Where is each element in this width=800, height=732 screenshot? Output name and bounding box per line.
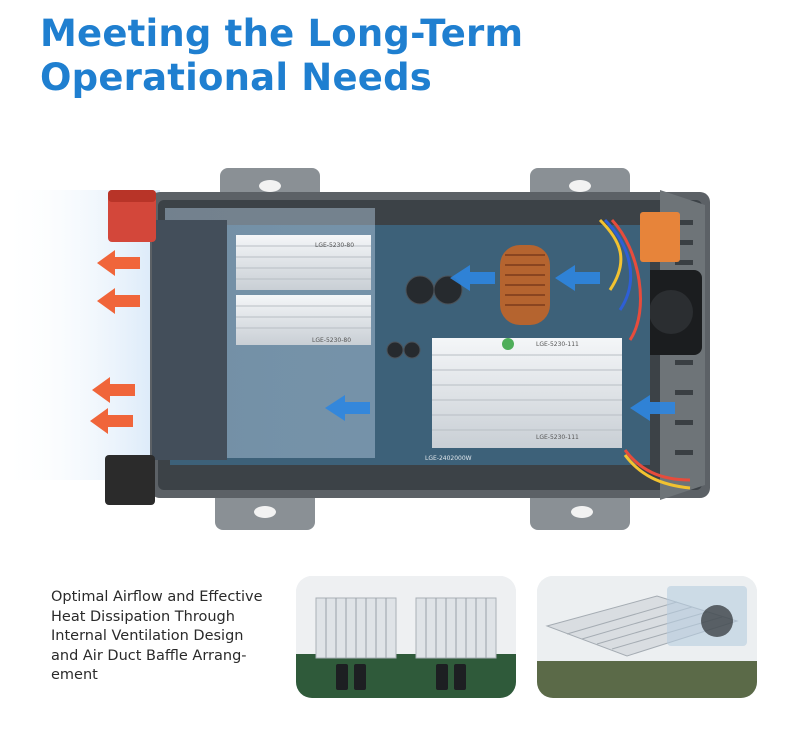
airflow-out-arrow: [92, 377, 135, 403]
battery-terminal-negative: [105, 455, 155, 505]
airflow-out-arrow: [90, 408, 133, 434]
wiring: [598, 218, 691, 490]
airflow-out-arrow: [97, 288, 140, 314]
page-title-line-2: Operational Needs: [40, 56, 432, 99]
heatsink-label: LGE-5230-111: [536, 434, 579, 441]
heatsink-label: LGE-5230-80: [312, 337, 351, 344]
airflow-in-arrow: [450, 265, 495, 291]
board-label: LGE-2402000W: [425, 455, 472, 462]
airflow-out-arrows: [90, 250, 140, 434]
feature-caption: Optimal Airflow and Effective Heat Dissi…: [51, 589, 263, 683]
heatsink-right: [432, 338, 622, 448]
airflow-in-arrow: [630, 395, 675, 421]
heatsink-label: LGE-5230-80: [315, 242, 354, 249]
terminal-block: [640, 212, 680, 262]
inverter-interior-image: LGE-5230-80 LGE-5230-80 LGE-5230-111 LGE…: [0, 168, 710, 530]
detail-photo-heatsinks: [296, 576, 516, 698]
capacitor-bank: [386, 275, 463, 359]
heatsink-label: LGE-5230-111: [536, 341, 579, 348]
detail-photo-baffle: [537, 576, 757, 698]
page-title-line-1: Meeting the Long-Term: [40, 12, 524, 55]
heatsink-left-lower: [236, 295, 371, 345]
heatsink-left-upper: [236, 235, 371, 290]
battery-terminal-positive: [108, 190, 156, 242]
airflow-in-arrows: [325, 265, 675, 421]
airflow-out-arrow: [97, 250, 140, 276]
airflow-in-arrow: [325, 395, 370, 421]
inductor-coil: [500, 245, 550, 325]
cooling-fan: [152, 220, 227, 460]
airflow-in-arrow: [555, 265, 600, 291]
page-title: Meeting the Long-Term Operational Needs: [40, 12, 523, 100]
